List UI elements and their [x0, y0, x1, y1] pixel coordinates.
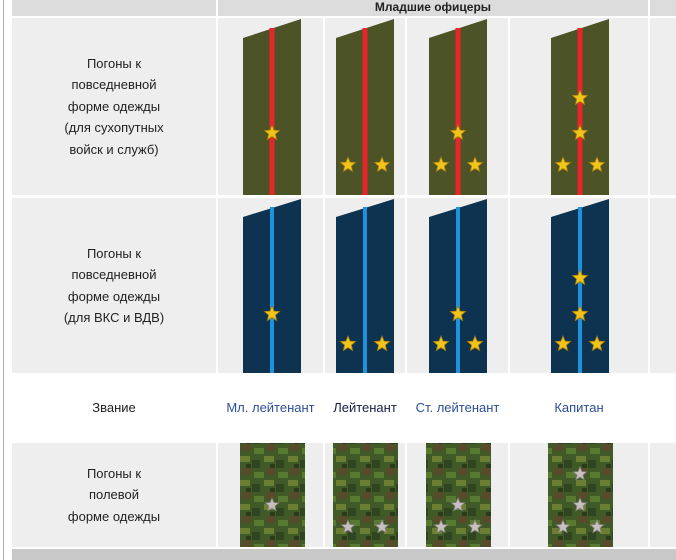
- star-icon: [572, 465, 588, 481]
- label-line: Звание: [92, 399, 136, 415]
- table-cell: [12, 443, 216, 547]
- label-line: Погоны к: [86, 465, 142, 481]
- epaulette-stripe: [455, 28, 461, 195]
- label-line: форме одежды: [67, 508, 161, 524]
- star-icon: [571, 88, 589, 106]
- footer-bar: [12, 549, 676, 560]
- star-icon: [432, 334, 450, 352]
- star-icon: [449, 123, 467, 141]
- star-icon: [263, 304, 281, 322]
- label-line: Погоны к: [86, 55, 142, 71]
- star-icon: [554, 334, 572, 352]
- header-title: Младшие офицеры: [374, 0, 492, 14]
- table-cell: [650, 18, 676, 195]
- star-icon: [374, 518, 390, 534]
- epaulette-field: [240, 443, 305, 547]
- star-icon: [263, 123, 281, 141]
- star-icon: [466, 155, 484, 173]
- header-cell: [218, 0, 648, 16]
- row-label-vks: Погоны к повседневной форме одежды (для …: [12, 198, 216, 373]
- table-cell: [12, 18, 216, 195]
- star-icon: [467, 518, 483, 534]
- epaulette-field: [426, 443, 491, 547]
- label-line: войск и служб): [69, 141, 159, 157]
- epaulette-stripe: [577, 28, 583, 195]
- table-cell: [12, 198, 216, 373]
- label-line: (для сухопутных: [64, 120, 164, 136]
- star-icon: [450, 496, 466, 512]
- epaulette-stripe: [456, 207, 460, 373]
- star-icon: [339, 334, 357, 352]
- table-cell: [650, 443, 676, 547]
- star-icon: [588, 155, 606, 173]
- label-line: повседневной: [71, 77, 157, 93]
- epaulette-field: [333, 443, 398, 547]
- epaulette-stripe: [578, 207, 582, 373]
- rank-link-jr-lieutenant[interactable]: Мл. лейтенант: [226, 400, 315, 415]
- rank-link-lieutenant[interactable]: Лейтенант: [333, 400, 397, 415]
- label-line: форме одежды: [67, 288, 161, 304]
- star-icon: [339, 155, 357, 173]
- epaulette-field: [548, 443, 613, 547]
- star-icon: [589, 518, 605, 534]
- star-icon: [554, 155, 572, 173]
- rank-link-captain[interactable]: Капитан: [554, 400, 604, 415]
- star-icon: [264, 496, 280, 512]
- star-icon: [588, 334, 606, 352]
- star-icon: [555, 518, 571, 534]
- star-icon: [433, 518, 449, 534]
- star-icon: [466, 334, 484, 352]
- star-icon: [571, 268, 589, 286]
- epaulette-stripe: [269, 28, 275, 195]
- table-left-border: [3, 0, 4, 560]
- star-icon: [340, 518, 356, 534]
- label-line: повседневной: [71, 267, 157, 282]
- epaulette-stripe: [270, 207, 274, 373]
- star-icon: [571, 304, 589, 322]
- star-icon: [572, 496, 588, 512]
- header-corner: [12, 0, 216, 16]
- row-label-rank: Звание: [12, 375, 216, 440]
- label-line: Погоны к: [86, 245, 142, 261]
- star-icon: [373, 334, 391, 352]
- label-line: (для ВКС и ВДВ): [63, 310, 165, 325]
- star-icon: [373, 155, 391, 173]
- star-icon: [432, 155, 450, 173]
- header-cell-extra: [650, 0, 676, 16]
- star-icon: [449, 304, 467, 322]
- label-line: форме одежды: [67, 98, 161, 114]
- row-label-ground: Погоны к повседневной форме одежды (для …: [12, 18, 216, 195]
- star-icon: [571, 123, 589, 141]
- rank-link-sr-lieutenant[interactable]: Ст. лейтенант: [415, 400, 500, 415]
- row-label-field: Погоны к полевой форме одежды: [12, 443, 216, 547]
- epaulette-stripe: [362, 28, 368, 195]
- epaulette-stripe: [363, 207, 367, 373]
- table-cell: [650, 198, 676, 373]
- label-line: полевой: [88, 487, 140, 503]
